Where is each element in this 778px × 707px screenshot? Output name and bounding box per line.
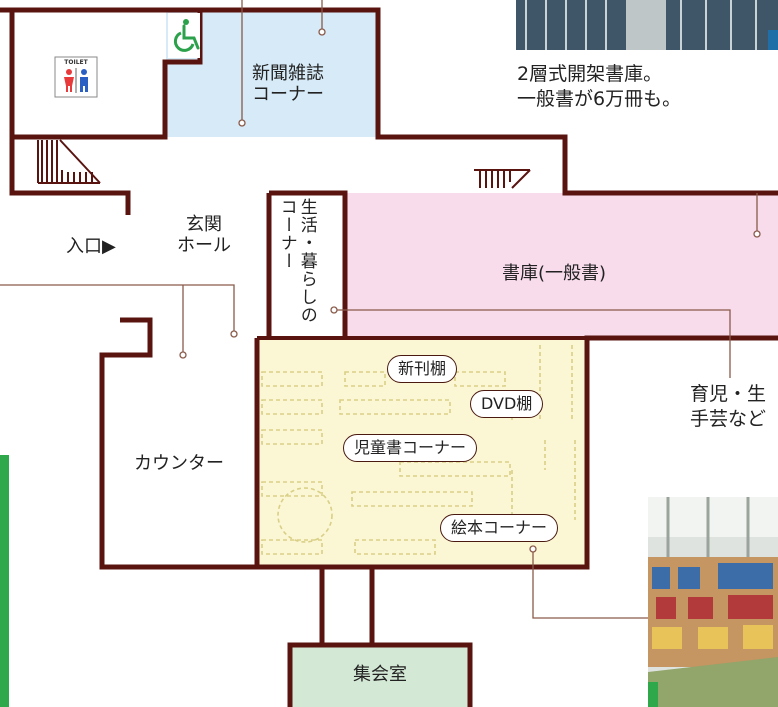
stairs-right (474, 169, 531, 189)
wheelchair-icon (168, 13, 200, 58)
living-corner-area (269, 193, 345, 338)
stacks-caption: 2層式開架書庫。 一般書が6万冊も。 (517, 63, 682, 110)
childrens-books-pill: 児童書コーナー (343, 434, 478, 462)
general-stacks-area (345, 193, 778, 338)
leader-lines (0, 0, 758, 619)
stairs-left (37, 139, 101, 184)
entrance-hall-label: 玄関 ホール (177, 214, 231, 256)
general-stacks-label: 書庫(一般書) (502, 263, 607, 284)
assembly-room-label: 集会室 (353, 664, 407, 685)
children-shelves (261, 345, 576, 555)
toilet-label: TOILET (64, 59, 88, 66)
stacks-photo (516, 0, 778, 50)
entrance-label: 入口▶ (66, 236, 116, 257)
dvd-pill: DVD棚 (470, 390, 544, 418)
children-area-photo-image (648, 497, 778, 707)
green-strip (0, 455, 9, 707)
newspaper-corner-label: 新聞雑誌 コーナー (252, 63, 324, 105)
stacks-photo-image (516, 0, 778, 50)
picture-books-pill: 絵本コーナー (440, 514, 559, 542)
walls (0, 7, 778, 707)
toilet-icon: TOILET (54, 56, 98, 98)
children-area-photo (648, 497, 778, 707)
parenting-caption: 育児・生 手芸など (690, 383, 767, 430)
counter-label: カウンター (134, 453, 224, 474)
living-corner-label-line2: コーナー (276, 198, 297, 270)
new-books-pill: 新刊棚 (387, 355, 458, 383)
living-corner-label-line1: 生活・暮らしの (296, 198, 317, 324)
leader-dots (179, 28, 761, 553)
assembly-room-area (290, 645, 470, 707)
